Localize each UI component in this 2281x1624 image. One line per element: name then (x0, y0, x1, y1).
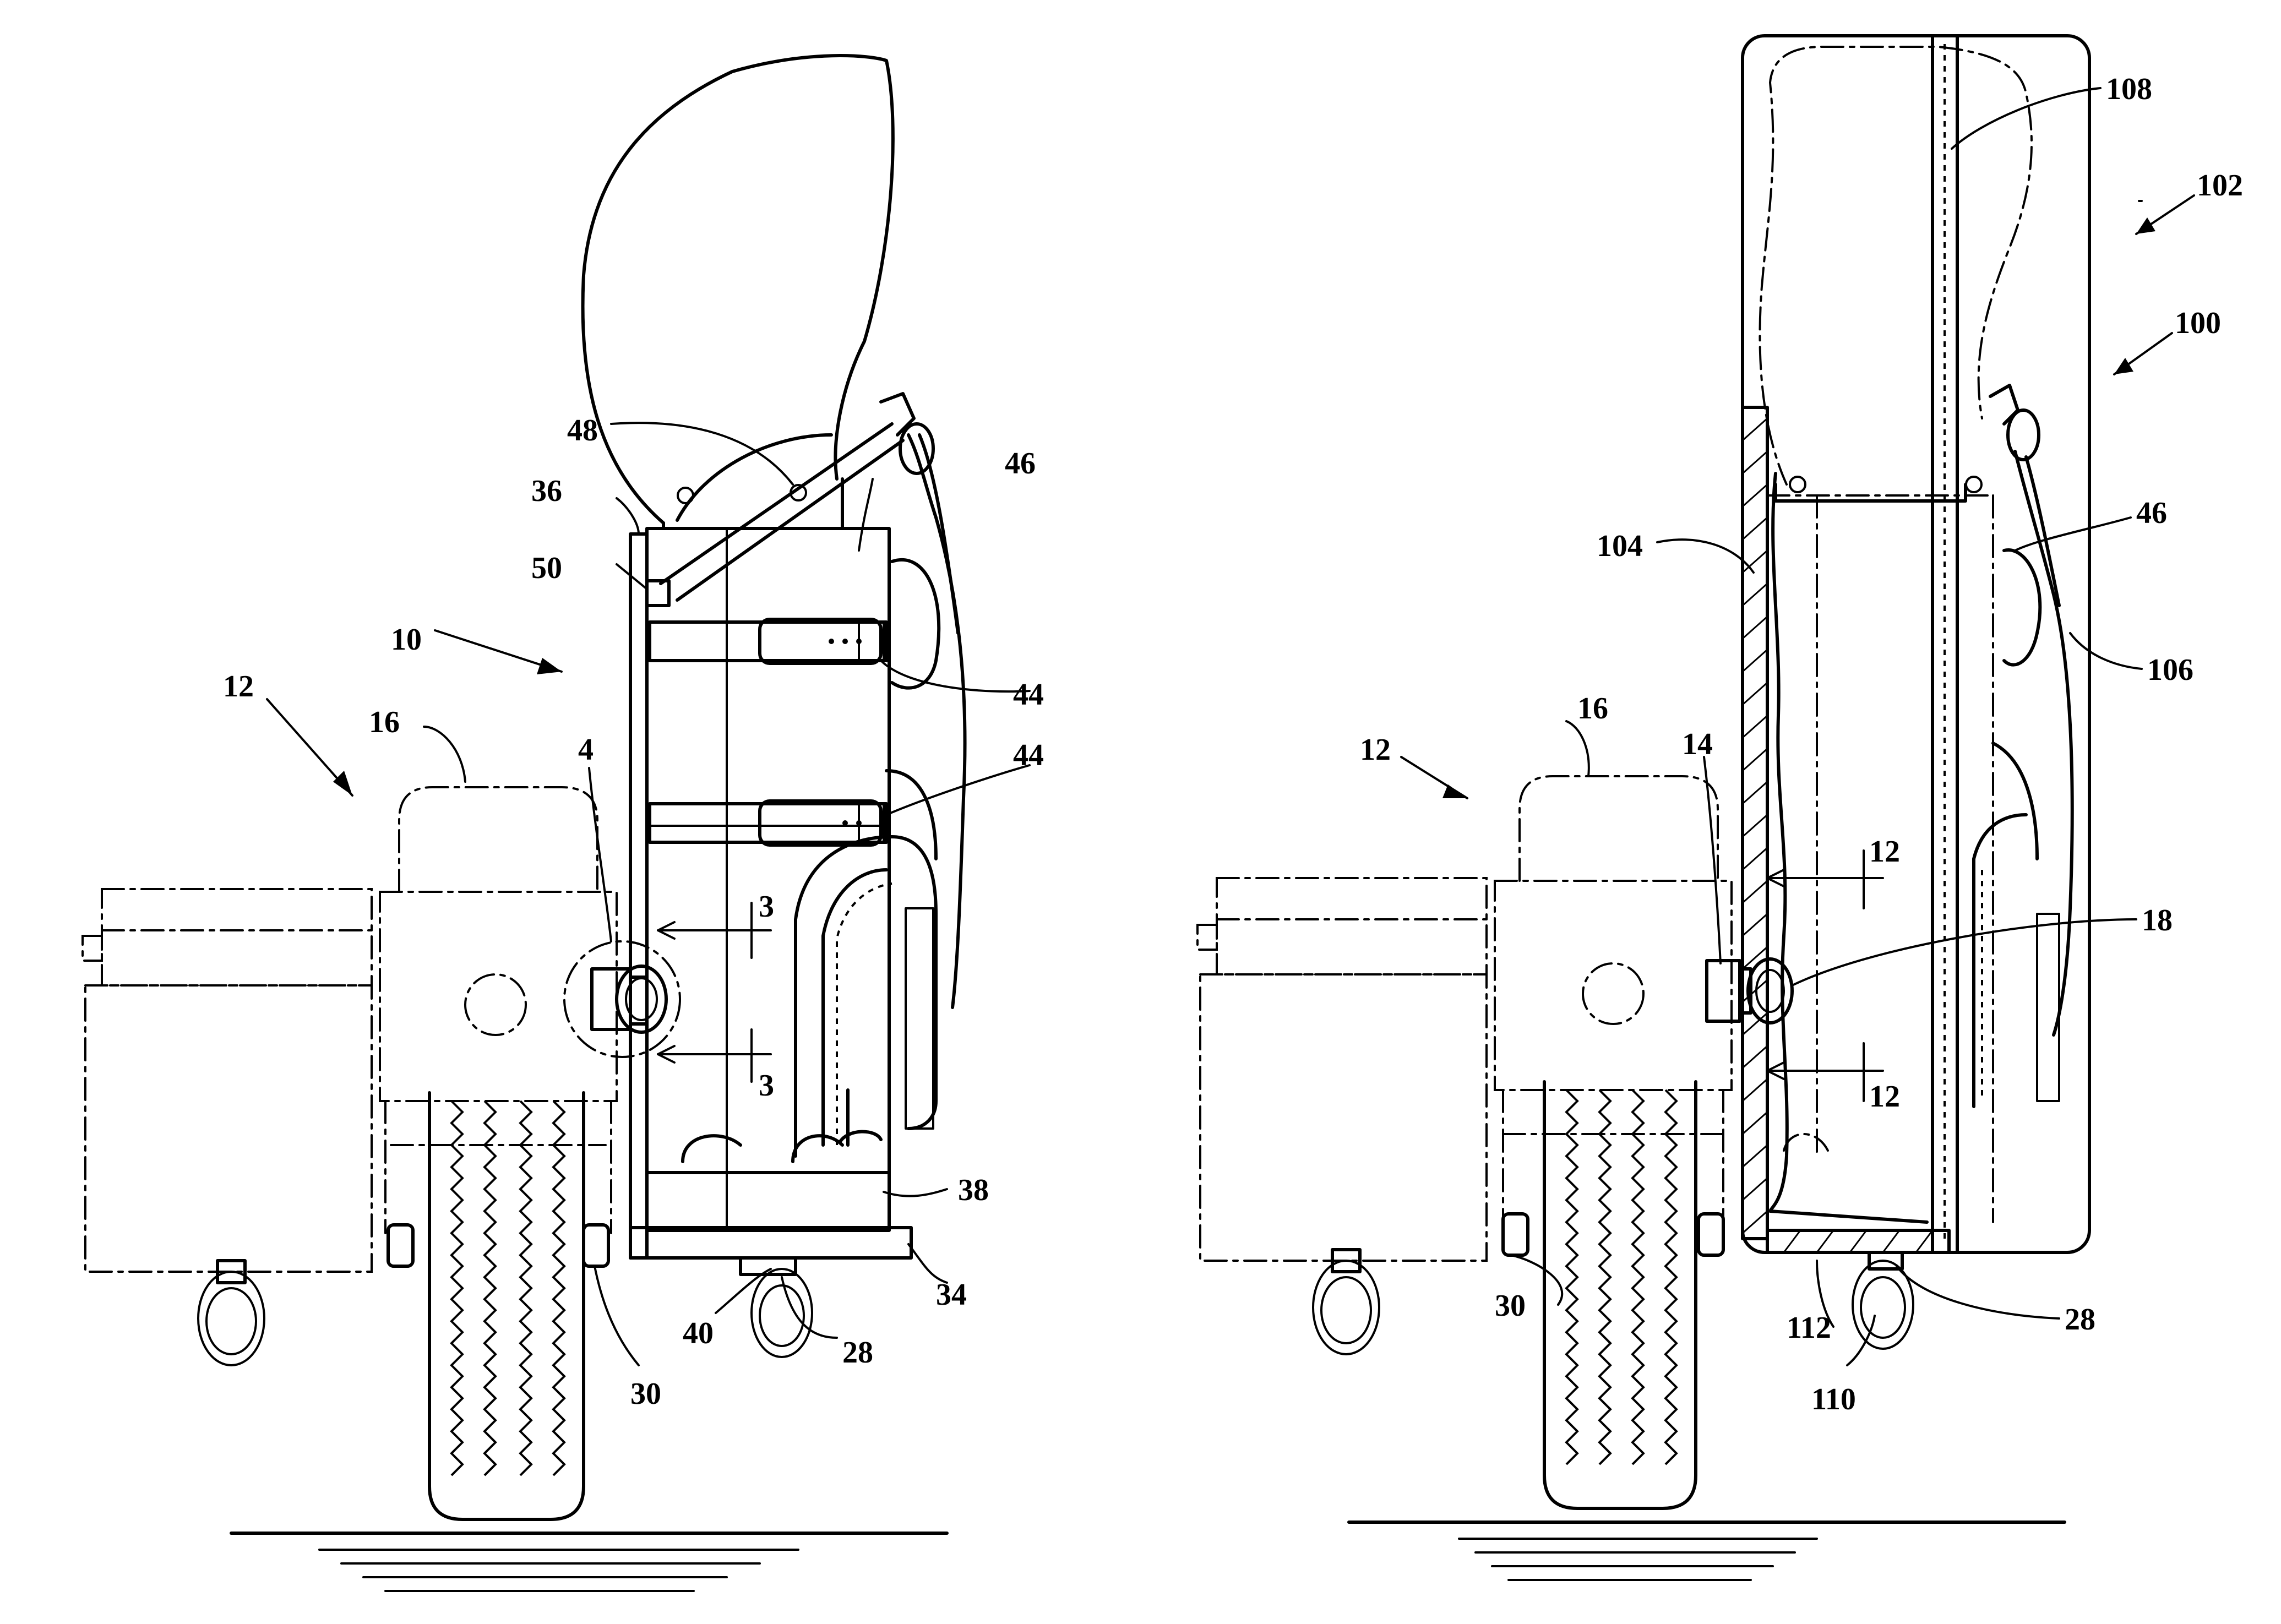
ref-30: 30 (1495, 1289, 1526, 1323)
clamp-detail-left (564, 941, 680, 1057)
ref-4: 4 (578, 733, 594, 767)
ref-12: 12 (223, 669, 254, 704)
straps-left (650, 619, 886, 845)
ref-12a: 12 (1869, 835, 1900, 869)
ref-10: 10 (391, 623, 422, 657)
ref-110: 110 (1811, 1382, 1856, 1416)
ground-lines-right (1349, 1522, 2065, 1580)
section-arrows-left (658, 903, 771, 1082)
case-wall-hatching (1743, 418, 1767, 1233)
tire-tread-left (451, 1101, 564, 1475)
ref-16: 16 (369, 705, 400, 739)
ref-28: 28 (2065, 1303, 2095, 1337)
ref-112: 112 (1787, 1311, 1831, 1345)
ref-12b: 12 (1869, 1080, 1900, 1114)
ref-40: 40 (683, 1316, 714, 1350)
ref-18: 18 (2142, 903, 2173, 938)
ref-12: 12 (1360, 733, 1391, 767)
ref-34: 34 (936, 1278, 967, 1312)
case-hitch-right (1853, 1252, 1913, 1349)
bin-hitch-left (198, 1261, 264, 1365)
ref-16: 16 (1577, 691, 1608, 726)
right-figure: 108 102 100 104 46 106 12 16 14 12 18 12… (1197, 36, 2243, 1580)
bag-strap-left (881, 394, 965, 1007)
ref-102: 102 (2197, 168, 2243, 203)
ref-100: 100 (2175, 306, 2221, 340)
case-bottom-hatching (1784, 1230, 1932, 1252)
ref-14: 14 (1682, 727, 1713, 761)
ref-46: 46 (2136, 496, 2167, 530)
bag-strap-right (1974, 385, 2072, 1107)
ref-3b: 3 (759, 1069, 774, 1103)
ref-30: 30 (630, 1377, 661, 1411)
seat-back-left (380, 787, 617, 1233)
case-liner-right (1770, 473, 1927, 1222)
ref-48: 48 (567, 413, 598, 448)
axle-nuts-left (388, 1225, 608, 1266)
ref-3a: 3 (759, 890, 774, 924)
ref-36: 36 (531, 474, 562, 508)
leaders-right (1401, 88, 2194, 1365)
ref-46: 46 (1005, 446, 1036, 481)
golf-bag-inside-right (1760, 47, 2032, 1222)
ref-106: 106 (2147, 653, 2193, 687)
tire-tread-right (1566, 1090, 1676, 1464)
base-tray-left (630, 1173, 911, 1357)
ref-44b: 44 (1013, 738, 1044, 772)
ref-28: 28 (842, 1336, 873, 1370)
rear-wheel-left (429, 1093, 584, 1519)
ref-104: 104 (1597, 529, 1643, 563)
rear-wheel-right (1503, 1082, 1723, 1508)
cart-bin-left (83, 889, 372, 1272)
ground-lines-left (231, 1533, 947, 1591)
bag-pocket-left (683, 837, 936, 1162)
ref-38: 38 (958, 1173, 989, 1207)
ref-108: 108 (2106, 72, 2152, 106)
cart-bin-right (1197, 878, 1487, 1354)
ref-44a: 44 (1013, 678, 1044, 712)
clamp-right (1707, 959, 1792, 1023)
golf-bag-top-left (583, 56, 893, 528)
ref-50: 50 (531, 551, 562, 585)
left-figure: 48 46 36 50 10 44 12 16 4 44 3 3 38 34 4… (83, 56, 1044, 1591)
